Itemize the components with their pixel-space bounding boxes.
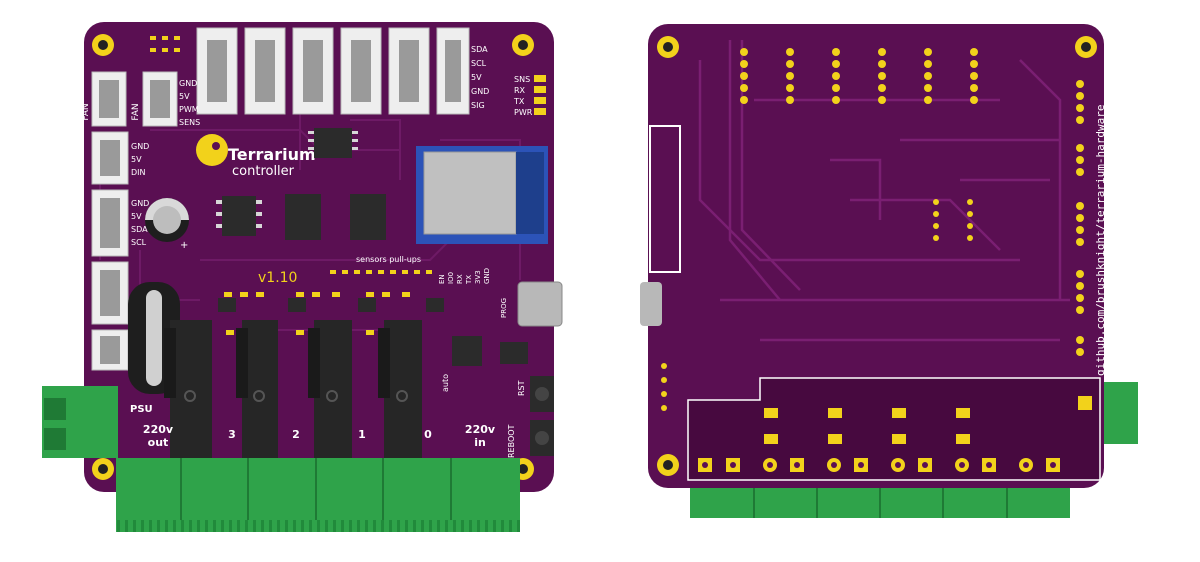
i2c-pin-5v: 5V (131, 212, 142, 221)
smd-components (150, 36, 432, 335)
prog-label: PROG (500, 298, 508, 318)
fan-pin-labels: GND 5V PWM SENS (179, 79, 200, 127)
rst-label: RST (517, 380, 526, 396)
term-label-out-2: out (148, 436, 169, 449)
top-pin-sda: SDA (471, 45, 488, 54)
cap-plus: + (180, 240, 188, 251)
i2c-pin-scl: SCL (131, 238, 147, 247)
i2c-pin-gnd: GND (131, 199, 149, 208)
github-url: github.com/brushknight/terrarium-hardwar… (1094, 104, 1107, 376)
fan-connectors (91, 71, 178, 127)
led-label-sns: SNS (514, 75, 530, 84)
top-sensor-connectors (196, 27, 470, 115)
term-label-in-1: 220v (465, 423, 496, 436)
left-connectors (91, 131, 129, 371)
ws-pin-5v: 5V (131, 155, 142, 164)
logo-line2: controller (232, 164, 295, 179)
term-label-1: 1 (358, 428, 366, 441)
esp-pin-en: EN (438, 274, 446, 284)
mosfets (218, 298, 444, 312)
version-label: v1.10 (258, 270, 297, 286)
top-conn-pin-labels: SDA SCL 5V GND SIG (471, 45, 489, 110)
relay-3 (164, 320, 212, 465)
auto-label: auto (441, 374, 450, 392)
ws-pin-labels: GND 5V DIN (131, 142, 149, 177)
i2c-pin-labels: GND 5V SDA SCL (131, 199, 149, 247)
term-label-3: 3 (228, 428, 236, 441)
fan-pin-sens: SENS (179, 118, 200, 127)
relay-2 (236, 320, 278, 465)
led-label-tx: TX (513, 97, 525, 106)
reset-buttons (530, 376, 554, 456)
term-label-out-1: 220v (143, 423, 174, 436)
esp-pin-3v3: 3V3 (474, 270, 482, 284)
chameleon-icon (196, 134, 228, 166)
relay-0 (378, 320, 422, 465)
fan-pin-5v: 5V (179, 92, 190, 101)
esp-pin-io0: IO0 (447, 272, 455, 284)
eeprom-ic (222, 196, 256, 236)
electrolytic-capacitor: + (145, 198, 189, 251)
reboot-label: REBOOT (507, 424, 516, 458)
relays (164, 320, 422, 465)
fan-pin-pwm: PWM (179, 105, 199, 114)
fan-label-2: FAN (131, 103, 141, 120)
driver-ic-2 (350, 194, 386, 240)
ws-pin-din: DIN (131, 168, 146, 177)
logo-line1: Terrarium (228, 145, 316, 164)
fan-pin-gnd: GND (179, 79, 197, 88)
terminal-labels: 220v out 3 2 1 0 220v in (143, 423, 496, 449)
esp-cutout (649, 125, 681, 273)
top-pin-5v: 5V (471, 73, 482, 82)
esp-pin-gnd: GND (483, 268, 491, 284)
usb-c-port (517, 281, 563, 327)
esp-pin-rx: RX (456, 274, 464, 284)
relay-1 (308, 320, 352, 465)
ws-pin-gnd: GND (131, 142, 149, 151)
psu-label: PSU (130, 404, 153, 415)
pullups-label: sensors pull-ups (356, 255, 421, 264)
ic-chips (216, 128, 386, 240)
back-header-pads (661, 48, 1084, 411)
esp32-module (416, 146, 548, 244)
usb-c-back (640, 282, 662, 326)
term-label-0: 0 (424, 428, 432, 441)
screw-terminals-back (690, 488, 1070, 518)
front-board: FAN FAN GND 5V PWM SENS GND 5V DIN GND 5… (42, 22, 563, 532)
top-pin-sig: SIG (471, 101, 485, 110)
top-pin-scl: SCL (471, 59, 487, 68)
top-pin-gnd: GND (471, 87, 489, 96)
term-label-2: 2 (292, 428, 300, 441)
side-terminal-back (1104, 382, 1138, 444)
esp-pin-labels: EN IO0 RX TX 3V3 GND (438, 268, 491, 285)
esp-pin-tx: TX (465, 275, 473, 285)
terrarium-logo: Terrarium controller (196, 134, 316, 179)
status-leds: SNS RX TX PWR (513, 75, 546, 117)
usb-uart-ic (452, 336, 482, 366)
back-board: github.com/brushknight/terrarium-hardwar… (640, 24, 1138, 518)
fan-label-1: FAN (81, 103, 91, 120)
shift-register-ic (314, 128, 352, 158)
voltage-regulator (500, 342, 528, 364)
term-label-in-2: in (474, 436, 486, 449)
screw-terminals-front (116, 458, 520, 532)
back-relay-area (687, 377, 1101, 481)
i2c-pin-sda: SDA (131, 225, 148, 234)
led-label-pwr: PWR (514, 108, 533, 117)
side-terminal-front (42, 386, 118, 458)
led-label-rx: RX (514, 86, 526, 95)
driver-ic-1 (285, 194, 321, 240)
